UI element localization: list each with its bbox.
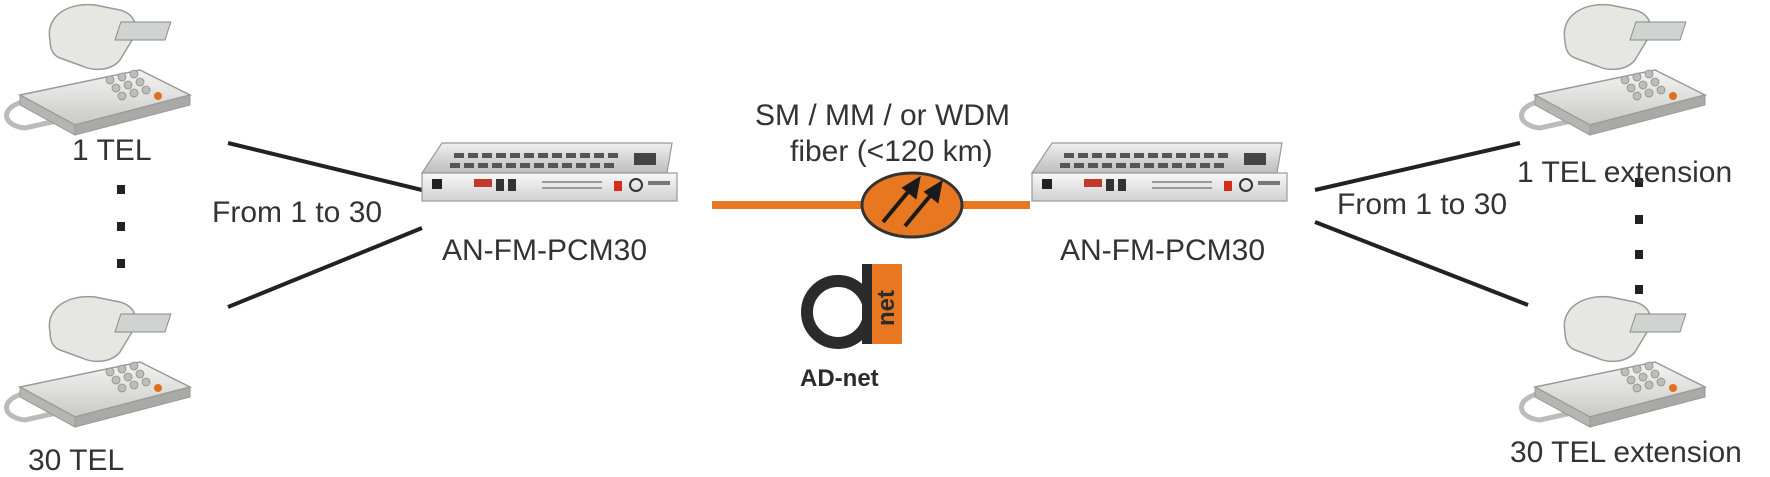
left-top-link	[227, 141, 423, 192]
left-pcm-device	[421, 142, 678, 202]
left-device-label: AN-FM-PCM30	[442, 234, 648, 267]
right-bottom-phone-label: 30 TEL extension	[1510, 436, 1742, 469]
right-bottom-link	[1314, 220, 1529, 307]
left-top-phone-icon	[7, 5, 190, 135]
adnet-logo-mark: net	[801, 264, 902, 349]
left-range-label: From 1 to 30	[212, 196, 383, 229]
left-bottom-link	[227, 226, 423, 309]
right-top-link	[1314, 141, 1521, 192]
right-top-phone-icon	[1522, 5, 1705, 135]
left-bottom-phone-icon	[7, 297, 190, 427]
right-range-label: From 1 to 30	[1337, 188, 1508, 221]
fiber-label-line1: SM / MM / or WDM	[755, 99, 1010, 132]
left-top-phone-label: 1 TEL	[72, 134, 152, 167]
left-ellipsis-dots	[117, 185, 125, 268]
phone-links	[227, 141, 1529, 309]
logo-mark-letters: net	[873, 290, 900, 326]
right-top-phone-label: 1 TEL extension	[1517, 156, 1733, 189]
fiber-link	[712, 171, 1030, 239]
right-pcm-device	[1031, 142, 1288, 202]
right-ellipsis-dots	[1635, 178, 1643, 294]
right-bottom-phone-icon	[1522, 297, 1705, 427]
fiber-label-line2: fiber (<120 km)	[790, 135, 993, 168]
right-device-label: AN-FM-PCM30	[1060, 234, 1266, 267]
adnet-brand-label: AD-net	[800, 365, 879, 392]
left-bottom-phone-label: 30 TEL	[28, 444, 125, 477]
